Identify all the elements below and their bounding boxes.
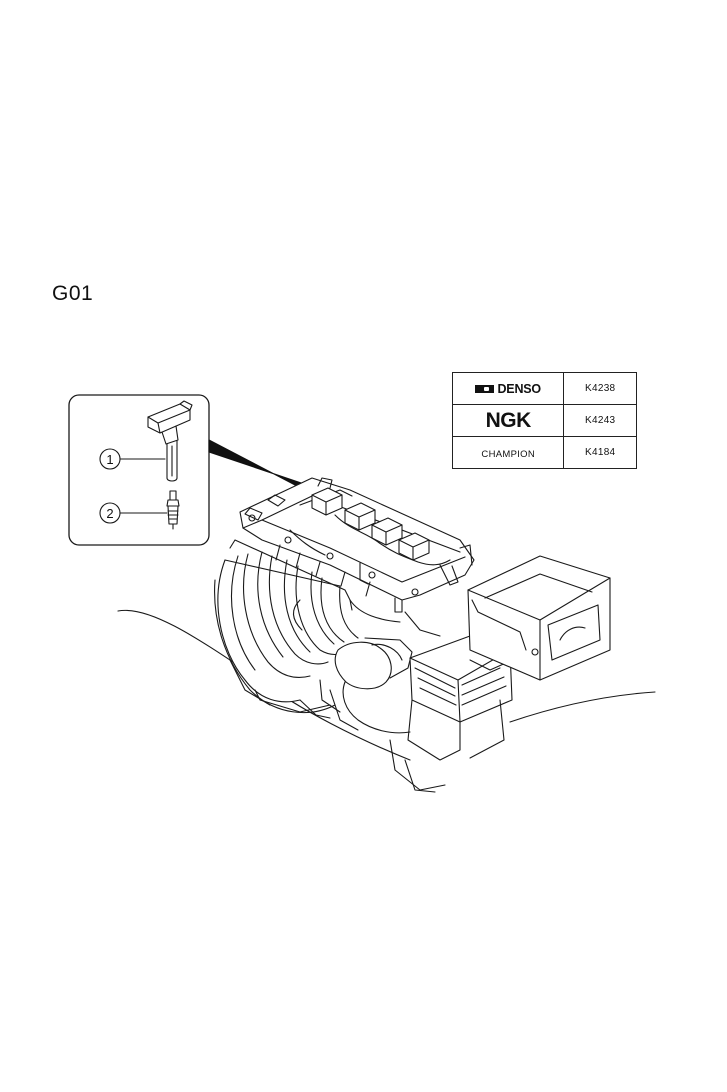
callout-number-2: 2	[106, 506, 113, 521]
intake-manifold-drawing	[214, 539, 359, 714]
brand-cell-ngk: NGK	[451, 404, 565, 437]
callout-number-1: 1	[106, 452, 113, 467]
denso-mark-icon	[475, 384, 495, 393]
part-code: K4238	[563, 372, 637, 405]
part-code: K4243	[563, 404, 637, 437]
battery-cover-drawing	[467, 555, 611, 681]
table-row: CHAMPION K4184	[451, 436, 637, 469]
throttle-body-drawing	[299, 637, 413, 734]
spark-plug-drawing	[166, 490, 180, 530]
cylinder-head-drawing	[239, 477, 475, 613]
spark-plug-table: DENSO K4238 NGK K4243 CHAMPION K4184	[451, 372, 637, 469]
part-code: K4184	[563, 436, 637, 469]
brand-cell-denso: DENSO	[451, 372, 565, 405]
brand-name: CHAMPION	[481, 448, 536, 460]
brand-cell-champion: CHAMPION	[451, 436, 565, 469]
table-row: NGK K4243	[451, 404, 637, 437]
detail-inset-box	[68, 394, 210, 546]
ignition-coil-drawing	[147, 400, 193, 482]
table-row: DENSO K4238	[451, 372, 637, 405]
brand-name: NGK	[485, 408, 532, 432]
brand-name: DENSO	[497, 381, 541, 396]
denso-logo: DENSO	[475, 381, 541, 396]
hood-line-right	[509, 691, 656, 723]
page-code: G01	[52, 282, 94, 305]
